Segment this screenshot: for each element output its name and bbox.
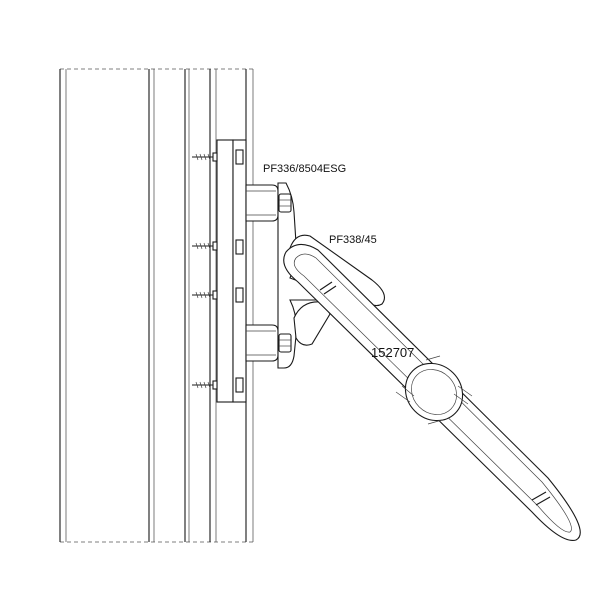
standoff-upper	[245, 184, 279, 222]
base-plate-outer	[216, 139, 234, 403]
blade-inner	[293, 253, 572, 533]
bolt	[278, 193, 292, 213]
bolt	[278, 333, 292, 353]
screw	[192, 290, 218, 300]
blade-rib	[395, 385, 415, 403]
label-blade: 152707	[371, 345, 414, 360]
blade-rib	[453, 385, 473, 405]
plate-slot	[235, 287, 244, 303]
arm-lower-fin	[293, 301, 331, 346]
label-arm: PF338/45	[329, 234, 377, 246]
plate-slot	[235, 377, 244, 393]
screw	[192, 241, 218, 251]
blade-marker	[319, 281, 337, 295]
blade-rib	[425, 355, 443, 425]
plate-slot	[235, 149, 244, 165]
blade-152707	[283, 243, 581, 541]
standoffs	[245, 184, 279, 362]
screw	[192, 152, 218, 162]
screw	[192, 380, 218, 390]
blade-marker	[531, 491, 551, 506]
standoff-lower	[245, 324, 279, 362]
base-plate-inner	[232, 139, 247, 403]
base-plate	[216, 139, 247, 403]
screws	[192, 152, 218, 390]
bracket-pf336	[277, 182, 327, 369]
blade-core-tube-inner	[411, 369, 457, 415]
blade-core-tube	[404, 362, 464, 422]
label-bracket: PF336/8504ESG	[263, 163, 346, 175]
plate-slot	[235, 239, 244, 255]
